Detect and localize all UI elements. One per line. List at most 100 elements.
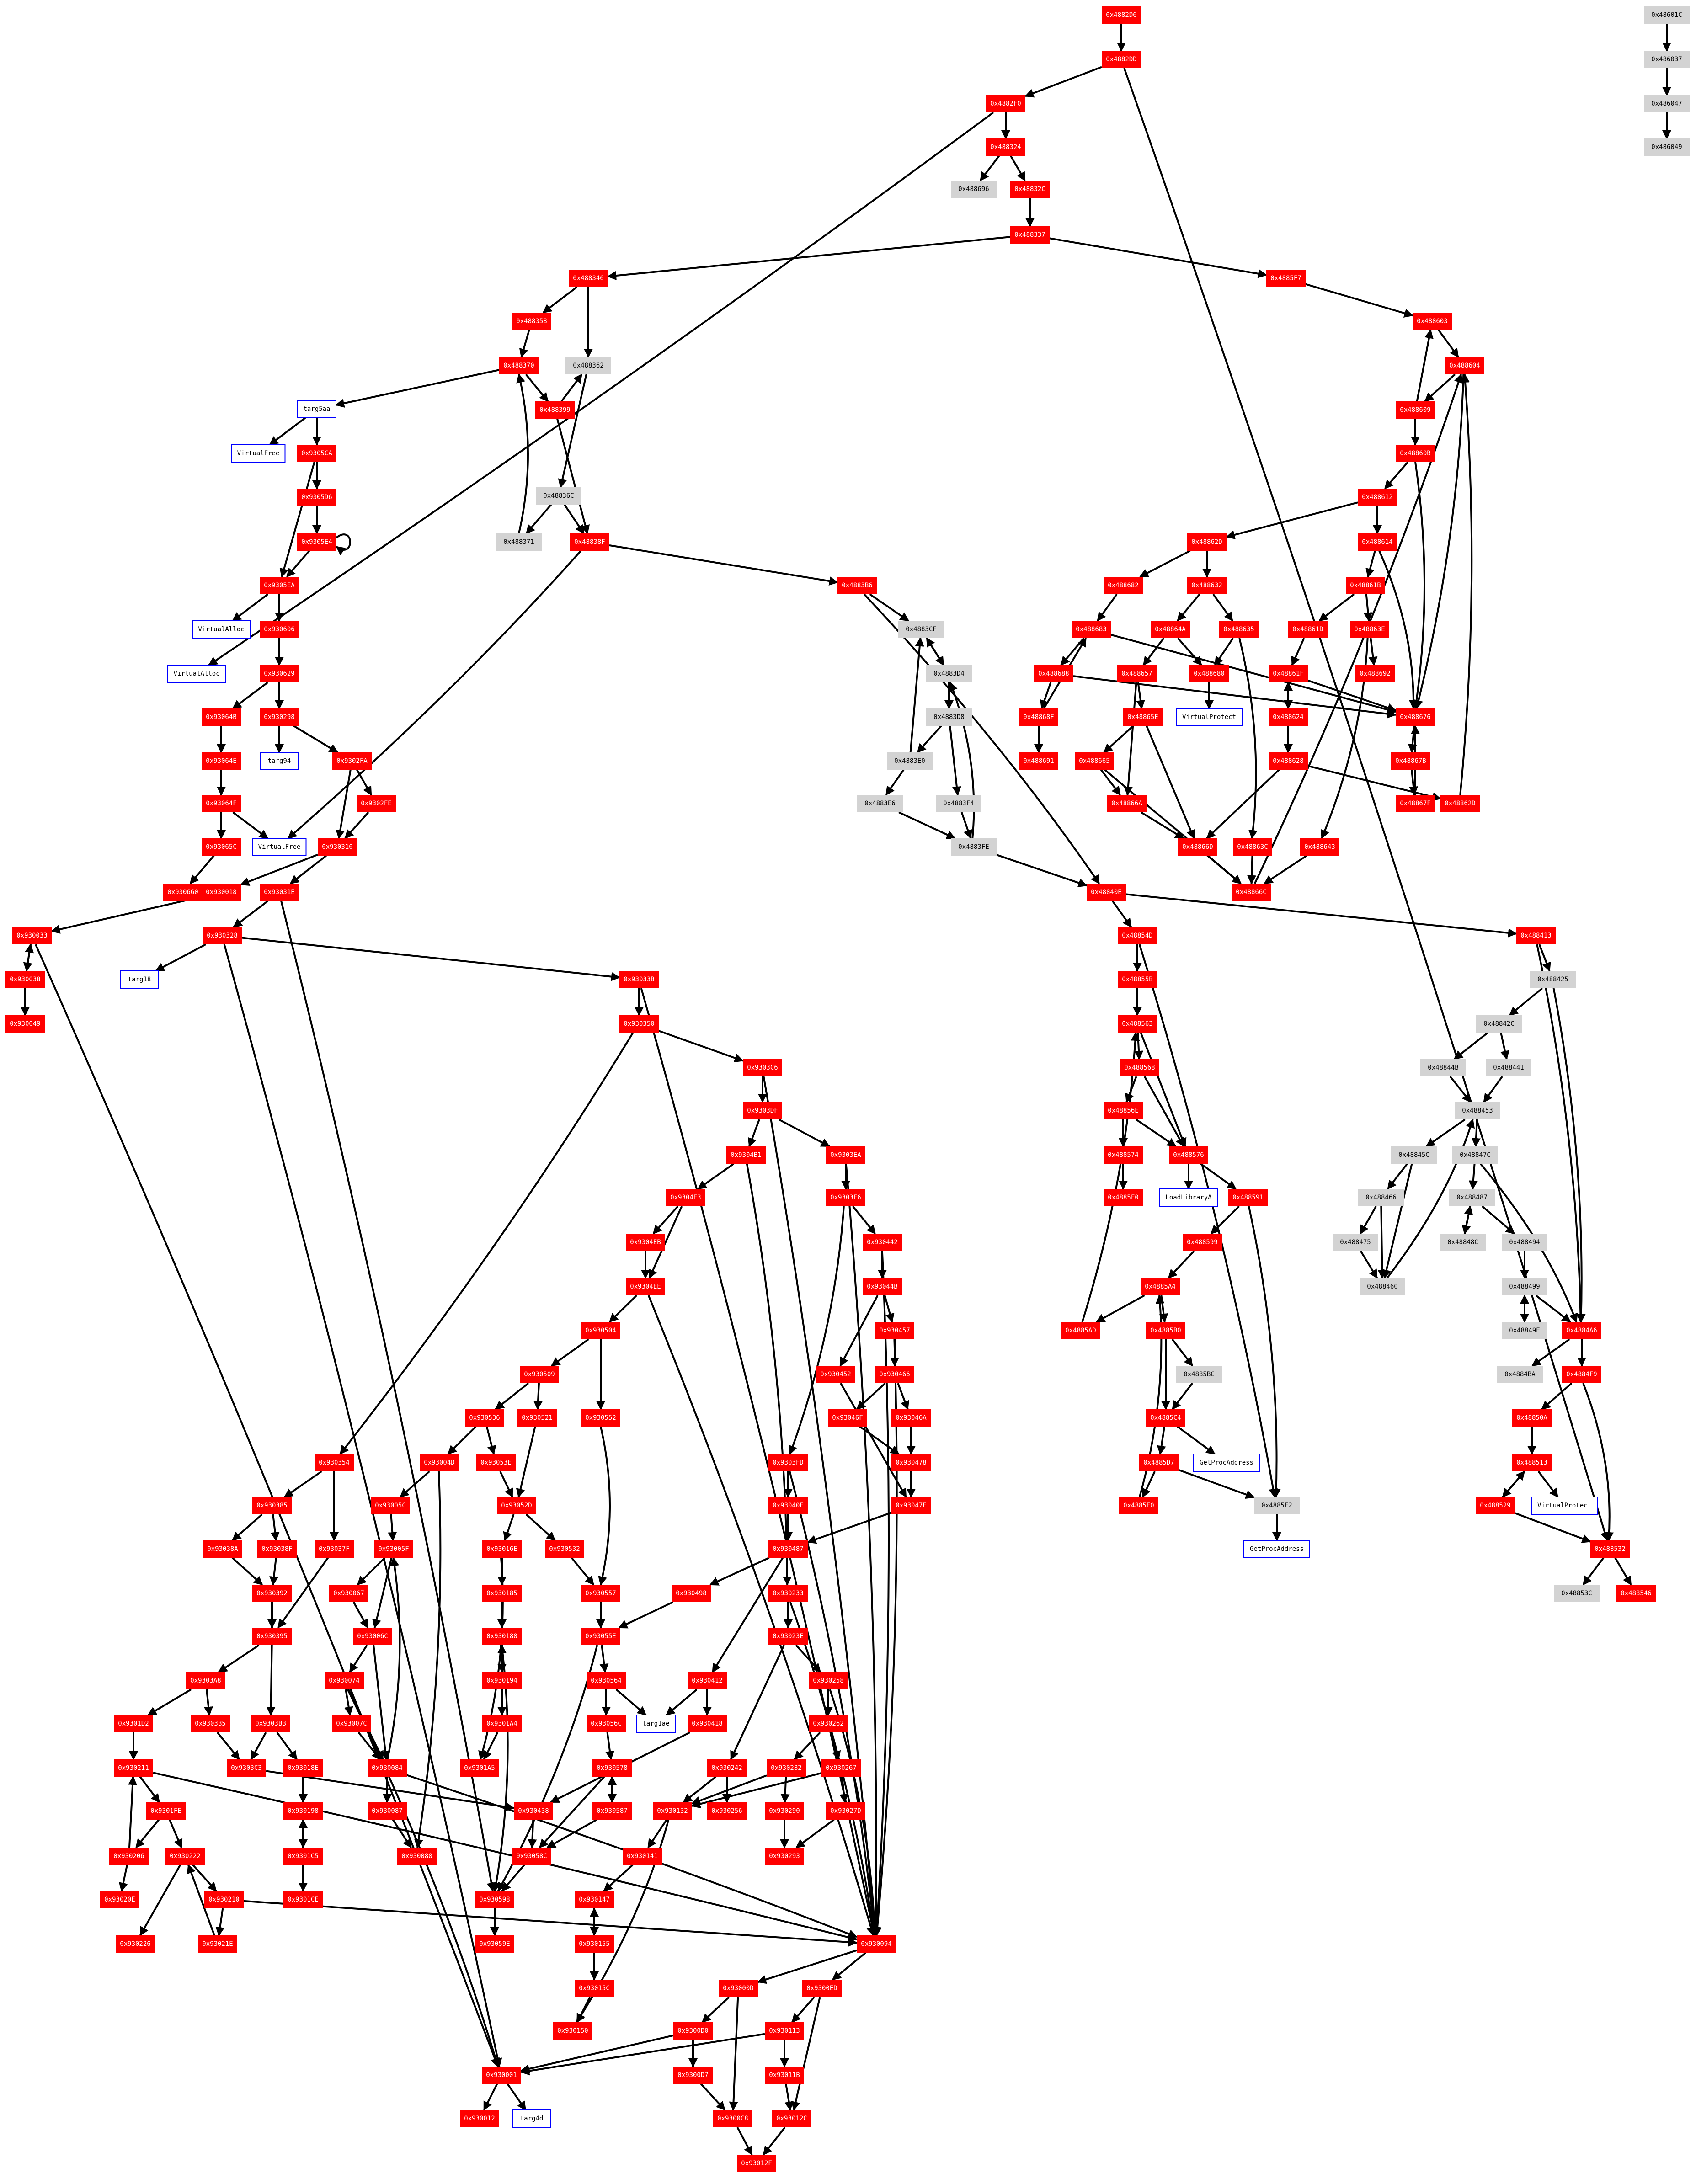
node-box (673, 2067, 713, 2084)
node-box (828, 1409, 867, 1427)
edge (349, 1644, 368, 1673)
edge (558, 374, 587, 488)
node-box (1358, 489, 1397, 506)
node-box (673, 2022, 713, 2040)
node-box (898, 621, 944, 638)
edge (1305, 283, 1413, 318)
node-label: 0x930067 (333, 1590, 364, 1597)
edge (1552, 988, 1586, 1323)
node-box (765, 2067, 804, 2084)
node-label: 0x488635 (1223, 626, 1254, 633)
node-label: 0x488494 (1509, 1239, 1540, 1246)
block-node: 0x93018E (283, 1759, 323, 1777)
block-node: 0x48866C (1232, 884, 1271, 901)
node-box (765, 1848, 804, 1865)
node-box (329, 1585, 368, 1602)
block-node: 0x9301CE (283, 1891, 323, 1908)
node-label: 0x9300D7 (677, 2072, 708, 2079)
node-box (512, 2109, 551, 2128)
block-node: 0x930290 (765, 1802, 804, 1820)
node-box (1486, 1059, 1531, 1076)
block-node: 0x4885B0 (1146, 1322, 1185, 1339)
edge (1414, 374, 1465, 709)
node-label: 0x930509 (524, 1371, 555, 1378)
node-label: 0x93007C (336, 1720, 367, 1727)
node-label: 0x488487 (1456, 1194, 1487, 1201)
edge (1360, 1250, 1378, 1279)
block-node: 0x488612 (1358, 489, 1397, 506)
node-label: 0x488475 (1340, 1239, 1371, 1246)
node-box (626, 1234, 665, 1251)
node-label: 0x48849E (1509, 1327, 1540, 1334)
node-label: 0x488425 (1537, 976, 1568, 983)
block-node: 0x930067 (329, 1585, 368, 1602)
block-node: 0x930532 (545, 1540, 584, 1558)
node-label: 0x930606 (264, 626, 294, 633)
node-label: 0x4882F0 (990, 100, 1021, 107)
edge (598, 1426, 611, 1586)
block-node: 0x4885AD (1061, 1322, 1100, 1339)
block-node: 0x488691 (1019, 752, 1058, 770)
block-node: 0x488494 (1502, 1234, 1547, 1251)
block-node: 0x48866D (1178, 838, 1217, 856)
edge (700, 2083, 726, 2111)
edge (832, 1952, 866, 1981)
api-node: targ18 (120, 970, 159, 989)
node-box (252, 838, 307, 856)
block-node: 0x4883D4 (926, 665, 972, 682)
node-box (1476, 1497, 1515, 1514)
node-label: 0x930385 (256, 1502, 287, 1509)
edge (372, 1557, 393, 1629)
block-node: 0x488371 (496, 533, 542, 551)
node-label: 0x930113 (769, 2027, 800, 2035)
block-node: 0x93065C (202, 838, 241, 856)
block-node: 0x930256 (707, 1802, 747, 1820)
node-label: 0x9303B5 (195, 1720, 225, 1727)
node-label: VirtualAlloc (173, 670, 219, 677)
node-label: 0x488576 (1173, 1151, 1204, 1159)
node-box (325, 1672, 364, 1689)
node-box (251, 1715, 290, 1732)
block-node: 0x930211 (114, 1759, 153, 1777)
node-box (767, 1759, 806, 1777)
edge (1168, 1250, 1195, 1279)
node-label: 0x48840E (1091, 889, 1121, 896)
edge (736, 2127, 753, 2156)
block-node: 0x9300C8 (713, 2110, 752, 2127)
node-label: 0x930258 (813, 1677, 843, 1684)
node-box (1178, 838, 1217, 856)
node-box (1502, 1234, 1547, 1251)
node-box (496, 533, 542, 551)
node-label: 0x93006C (357, 1633, 388, 1640)
edge (603, 1864, 634, 1892)
edge (335, 369, 500, 408)
api-node: VirtualFree (252, 838, 307, 856)
block-node: 0x488665 (1075, 752, 1114, 770)
node-box (1010, 181, 1050, 198)
node-label: 0x4885AD (1065, 1327, 1096, 1334)
node-label: 0x930018 (206, 889, 236, 896)
block-node: 0x9301A5 (460, 1759, 499, 1777)
node-box (1117, 665, 1157, 682)
node-label: 0x9300C8 (717, 2115, 748, 2122)
edge (564, 504, 585, 534)
block-node: 0x930564 (587, 1672, 626, 1689)
node-box (802, 1980, 842, 1997)
block-node: 0x488591 (1228, 1189, 1268, 1206)
node-box (192, 620, 251, 639)
block-node: 0x930084 (368, 1759, 407, 1777)
node-box (1396, 445, 1435, 462)
block-node: 0x48864A (1151, 621, 1190, 638)
edge (1291, 638, 1305, 666)
node-label: VirtualProtect (1537, 1502, 1591, 1509)
node-box (1228, 1189, 1268, 1206)
edge (1138, 944, 1278, 1498)
block-node: 0x488635 (1219, 621, 1259, 638)
node-label: 0x9301C5 (288, 1853, 318, 1860)
node-label: 0x4883F4 (943, 800, 974, 807)
node-label: 0x93018E (288, 1764, 318, 1772)
node-box (713, 2110, 752, 2127)
node-box (1169, 1146, 1208, 1164)
node-label: 0x930557 (585, 1590, 616, 1597)
edge (1307, 765, 1441, 801)
